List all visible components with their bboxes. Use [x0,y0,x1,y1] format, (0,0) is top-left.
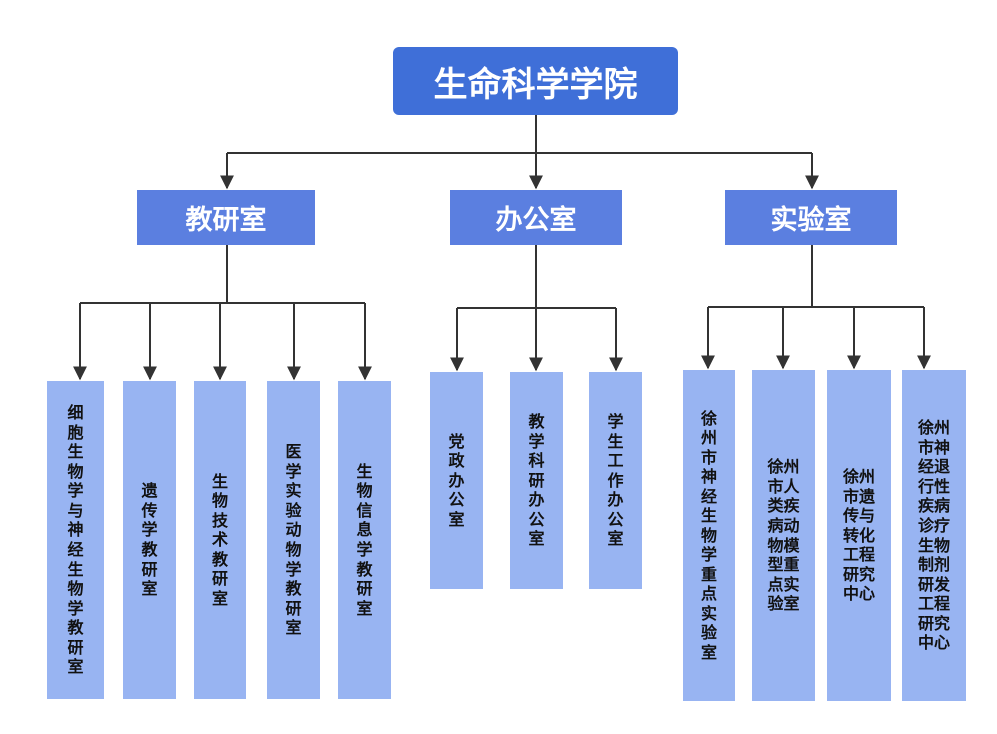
dept-label: 教研室 [185,205,267,236]
dept-shiyanshi: 实验室 [725,190,897,245]
leaf-genetics: 遗传学教研室 [123,381,176,699]
dept-label: 实验室 [770,205,852,236]
leaf-disease-model-lab: 徐州市人类疾病动物模型重点实验室 [752,370,815,701]
leaf-party-office: 党政办公室 [430,372,483,589]
leaf-label: 生物技术教研室 [212,471,229,608]
leaf-bioinformatics: 生物信息学教研室 [338,381,391,699]
dept-label: 办公室 [495,205,577,236]
leaf-label: 生物信息学教研室 [356,461,373,618]
leaf-label: 徐州市遗传与转化工程研究中心 [843,467,876,604]
root-label: 生命科学学院 [433,64,638,105]
dept-bangongshi: 办公室 [450,190,622,245]
leaf-neuro-key-lab: 徐州市神经生物学重点实验室 [683,370,735,701]
dept-jiaoyanshi: 教研室 [137,190,315,245]
leaf-label: 细胞生物学与神经生物学教研室 [67,403,84,677]
leaf-label: 遗传学教研室 [141,481,158,599]
leaf-label: 学生工作办公室 [607,412,624,549]
leaf-lab-animal: 医学实验动物学教研室 [267,381,320,699]
leaf-label: 教学科研办公室 [528,412,545,549]
leaf-genetics-center: 徐州市遗传与转化工程研究中心 [827,370,891,701]
leaf-neurodegen-center: 徐州市神经退行性疾病诊疗生物制剂研发工程研究中心 [902,370,966,701]
leaf-label: 徐州市神经退行性疾病诊疗生物制剂研发工程研究中心 [918,418,951,653]
leaf-label: 党政办公室 [448,431,465,529]
leaf-label: 徐州市神经生物学重点实验室 [701,408,718,662]
leaf-teaching-office: 教学科研办公室 [510,372,563,589]
root-node: 生命科学学院 [393,47,678,115]
leaf-label: 医学实验动物学教研室 [285,442,302,638]
leaf-biotech: 生物技术教研室 [194,381,246,699]
leaf-cell-neuro-bio: 细胞生物学与神经生物学教研室 [47,381,104,699]
leaf-label: 徐州市人类疾病动物模型重点实验室 [767,457,800,614]
leaf-student-office: 学生工作办公室 [589,372,642,589]
